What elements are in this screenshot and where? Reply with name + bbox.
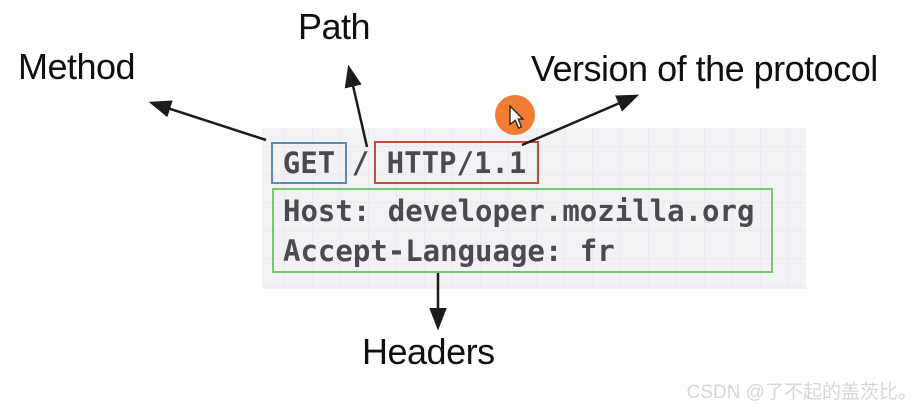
- request-code-panel: [262, 128, 806, 289]
- label-method: Method: [18, 46, 136, 87]
- header-line-host: Host: developer.mozilla.org: [283, 194, 755, 228]
- headers-box: Host: developer.mozilla.org Accept-Langu…: [272, 188, 773, 273]
- label-path: Path: [298, 6, 371, 47]
- path-value: /: [351, 146, 370, 180]
- label-headers: Headers: [362, 331, 495, 372]
- method-arrow: [148, 100, 267, 142]
- method-box: GET: [271, 142, 347, 184]
- watermark: CSDN @了不起的盖茨比。: [686, 382, 917, 403]
- path-separator: /: [347, 142, 374, 184]
- version-box: HTTP/1.1: [374, 141, 539, 184]
- label-version: Version of the protocol: [531, 48, 878, 89]
- mouse-pointer-icon: [509, 104, 525, 130]
- method-value: GET: [282, 146, 336, 180]
- header-line-accept-language: Accept-Language: fr: [283, 234, 615, 268]
- version-value: HTTP/1.1: [386, 145, 527, 180]
